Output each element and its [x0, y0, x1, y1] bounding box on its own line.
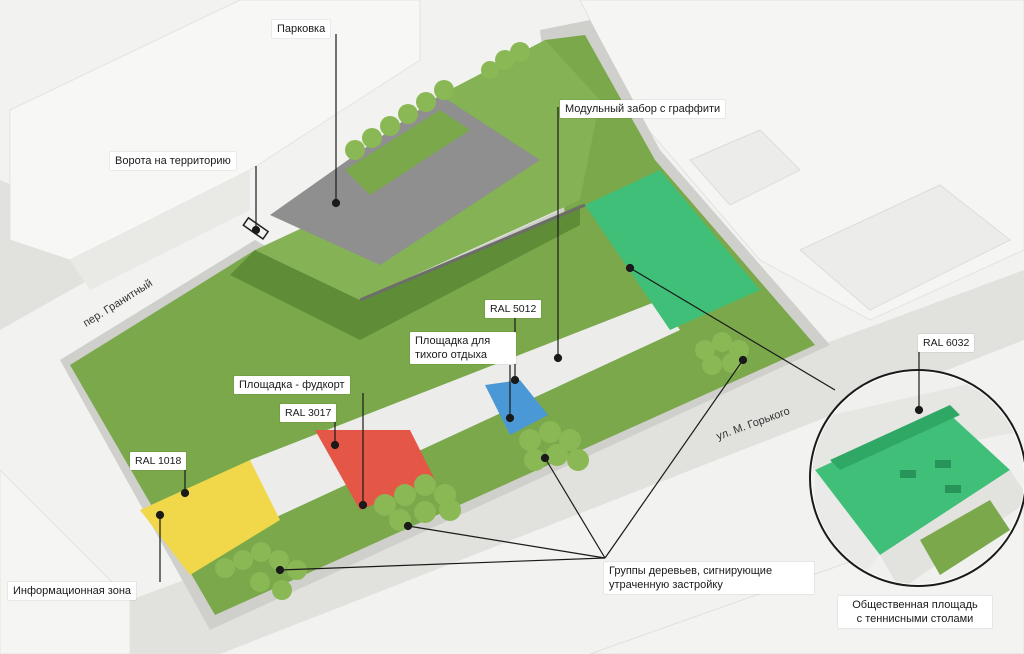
leader-lines: [155, 34, 924, 582]
label-quiet-area: Площадка для тихого отдыха: [410, 332, 516, 364]
label-info-zone: Информационная зона: [8, 582, 137, 600]
label-public-square-line2: с теннисными столами: [856, 613, 974, 625]
building-large-side: [70, 170, 250, 290]
label-graffiti-fence: Модульный забор с граффити: [560, 100, 726, 118]
parking-area: [270, 95, 540, 265]
parking-island: [345, 110, 470, 195]
zone-yellow: [140, 460, 280, 575]
building-right-3: [689, 129, 801, 206]
label-quiet-area-line2: тихого отдыха: [415, 349, 487, 361]
label-ral-1018: RAL 1018: [130, 452, 187, 470]
label-gate: Ворота на территорию: [110, 152, 236, 170]
label-tree-groups-line2: утраченную застройку: [609, 579, 723, 591]
tree-group-3: [519, 421, 589, 471]
lawn-slope-2: [360, 205, 580, 340]
label-tree-groups: Группы деревьев, сигнирующие утраченную …: [604, 562, 814, 594]
tree-group-parking: [345, 42, 530, 160]
graffiti-fence: [359, 203, 586, 302]
label-quiet-area-line1: Площадка для: [415, 335, 491, 347]
tree-group-1: [215, 542, 307, 600]
tree-group-2: [374, 474, 461, 531]
lawn-slope: [230, 250, 360, 340]
inset-detail: [809, 369, 1024, 587]
label-ral-5012: RAL 5012: [485, 300, 542, 318]
building-right-2: [799, 184, 1011, 311]
building-bottom-left: [0, 469, 131, 654]
label-public-square-line1: Общественная площадь: [852, 599, 978, 611]
label-public-square: Общественная площадь с теннисными столам…: [838, 596, 992, 628]
label-ral-3017: RAL 3017: [280, 404, 337, 422]
label-food-court: Площадка - фудкорт: [234, 376, 350, 394]
building-large: [9, 0, 421, 261]
label-parking: Парковка: [272, 20, 331, 38]
zone-blue: [485, 380, 548, 435]
label-tree-groups-line1: Группы деревьев, сигнирующие: [609, 565, 773, 577]
zone-green: [585, 170, 760, 330]
label-ral-6032: RAL 6032: [918, 334, 975, 352]
